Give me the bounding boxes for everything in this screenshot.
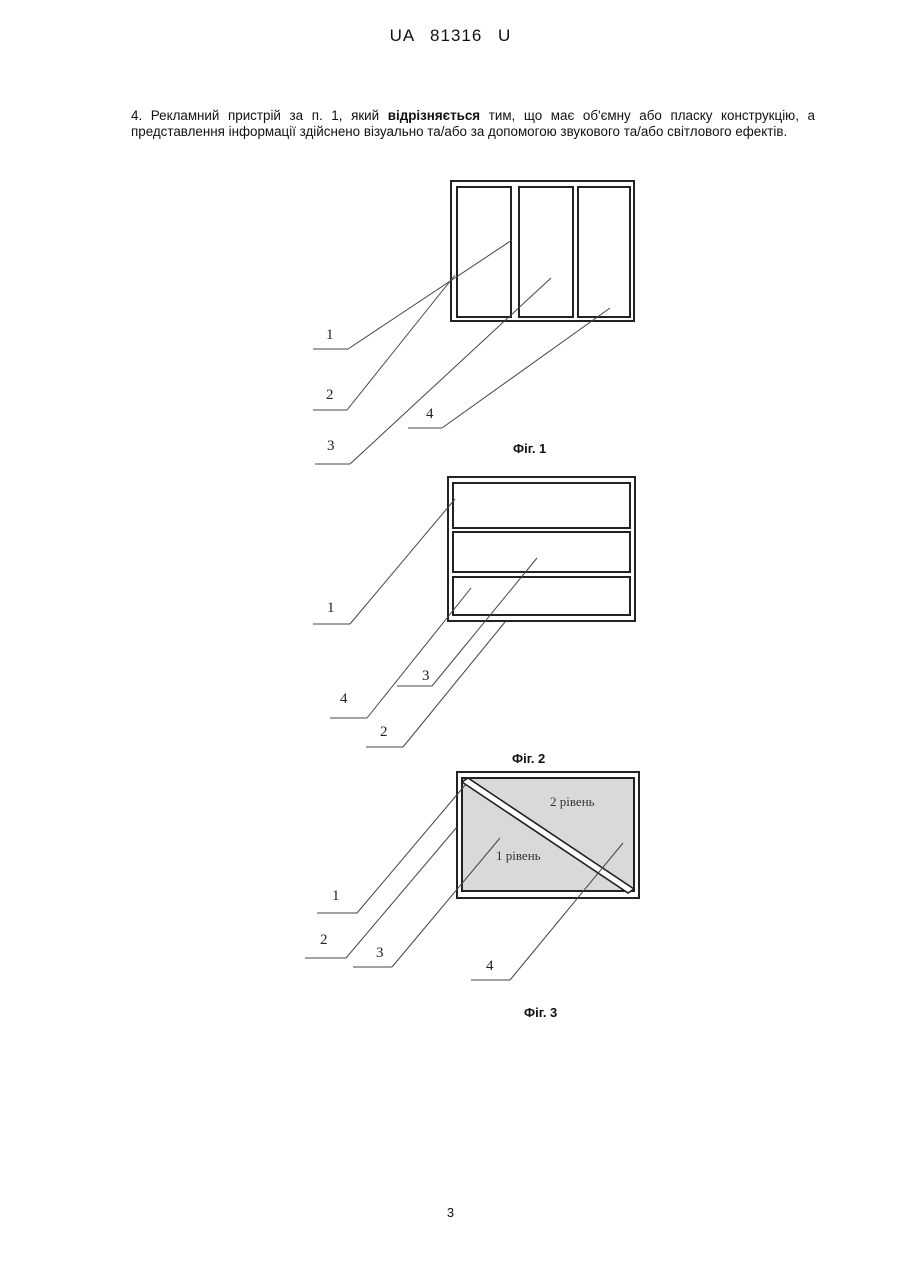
fig3-label-4: 4 [486, 958, 494, 974]
fig1-label-1: 1 [326, 327, 334, 343]
claim-bold-term: відрізняється [388, 108, 480, 123]
fig2-label-4: 4 [340, 691, 348, 707]
claim-prefix: 4. Рекламний пристрій за п. 1, який [131, 108, 388, 123]
fig1-label-4: 4 [426, 406, 434, 422]
fig3-zone-label-lower: 1 рівень [496, 848, 541, 863]
fig1-label-3: 3 [327, 438, 335, 454]
fig3-label-3: 3 [376, 945, 384, 961]
claim-paragraph: 4. Рекламний пристрій за п. 1, який відр… [131, 108, 815, 140]
document-header: UA 81316 U [0, 26, 901, 46]
figure-1-caption: Фіг. 1 [513, 441, 546, 456]
page-number: 3 [0, 1205, 901, 1220]
figure-3-caption: Фіг. 3 [524, 1005, 557, 1020]
fig3-zone-label-upper: 2 рівень [550, 794, 595, 809]
fig3-label-2: 2 [320, 932, 328, 948]
fig2-label-1: 1 [327, 600, 335, 616]
fig1-label-2: 2 [326, 387, 334, 403]
figure-2-caption: Фіг. 2 [512, 751, 545, 766]
fig2-label-2: 2 [380, 724, 388, 740]
fig3-label-1: 1 [332, 888, 340, 904]
fig2-label-3: 3 [422, 668, 430, 684]
